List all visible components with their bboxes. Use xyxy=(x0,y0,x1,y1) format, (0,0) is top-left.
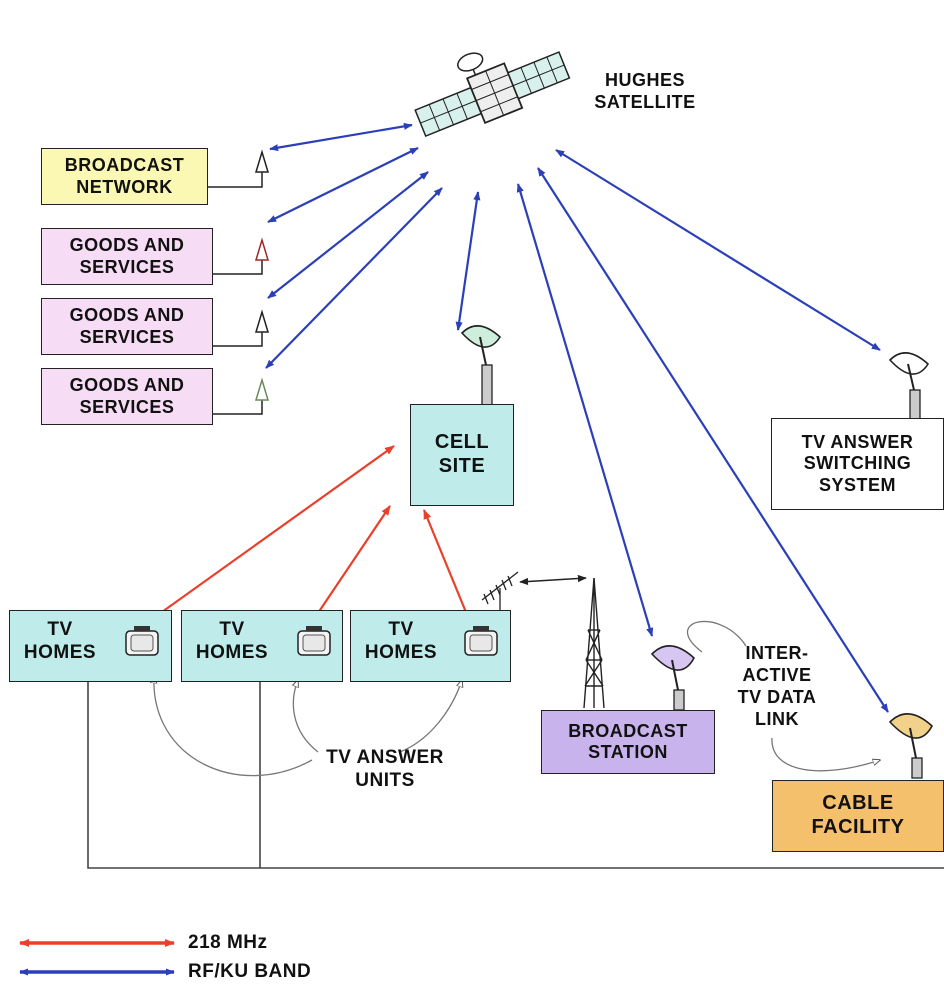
source-connectors xyxy=(208,149,270,415)
tv-set-icon xyxy=(125,626,159,656)
dish-antenna-icon xyxy=(650,645,696,711)
link-cell-site-satellite xyxy=(455,191,481,331)
tv-set-icon xyxy=(297,626,331,656)
dish-antenna-icon xyxy=(460,325,502,408)
link-cell-home-3 xyxy=(422,509,472,623)
broadcast-network-box: BROADCAST NETWORK xyxy=(41,148,208,205)
tv-homes-box-2: TV HOMES xyxy=(181,610,343,682)
tv-set-icon xyxy=(464,626,498,656)
link-cell-home-2 xyxy=(311,505,391,623)
answer-unit-loops xyxy=(154,620,880,777)
tv-answer-units-label: TV ANSWER UNITS xyxy=(326,747,444,792)
link-home-antenna-tower xyxy=(519,574,587,586)
link-cell-home-1 xyxy=(147,445,395,623)
dish-antenna-icon xyxy=(888,352,930,421)
transmission-tower-icon xyxy=(583,577,605,709)
satellite-label: HUGHES SATELLITE xyxy=(594,70,696,112)
tv-answer-switching-system-box: TV ANSWER SWITCHING SYSTEM xyxy=(771,418,944,510)
goods-and-services-box-1: GOODS AND SERVICES xyxy=(41,228,213,285)
link-goods-1-satellite xyxy=(267,147,419,223)
legend-label-rfku: RF/KU BAND xyxy=(188,961,312,982)
cable-facility-box: CABLE FACILITY xyxy=(772,780,944,852)
rf-ku-links xyxy=(265,122,889,713)
satellite-icon xyxy=(414,51,571,138)
tv-homes-box-1: TV HOMES xyxy=(9,610,172,682)
link-switching-satellite xyxy=(555,149,881,351)
link-goods-3-satellite xyxy=(265,187,443,369)
yagi-antenna-icon xyxy=(481,571,519,614)
link-broadcast-network-satellite xyxy=(269,122,413,152)
link-broadcast-station-satellite xyxy=(516,183,654,637)
tv-homes-box-3: TV HOMES xyxy=(350,610,511,682)
goods-and-services-box-2: GOODS AND SERVICES xyxy=(41,298,213,355)
link-goods-2-satellite xyxy=(267,171,429,299)
mhz218-links xyxy=(147,445,472,623)
legend-arrows xyxy=(19,939,175,976)
legend-label-218mhz: 218 MHz xyxy=(188,932,268,953)
interactive-tv-data-link-label: INTER- ACTIVE TV DATA LINK xyxy=(737,643,817,729)
goods-and-services-box-3: GOODS AND SERVICES xyxy=(41,368,213,425)
cell-site-box: CELL SITE xyxy=(410,404,514,506)
broadcast-station-box: BROADCAST STATION xyxy=(541,710,715,774)
dish-antenna-icon xyxy=(888,713,934,779)
